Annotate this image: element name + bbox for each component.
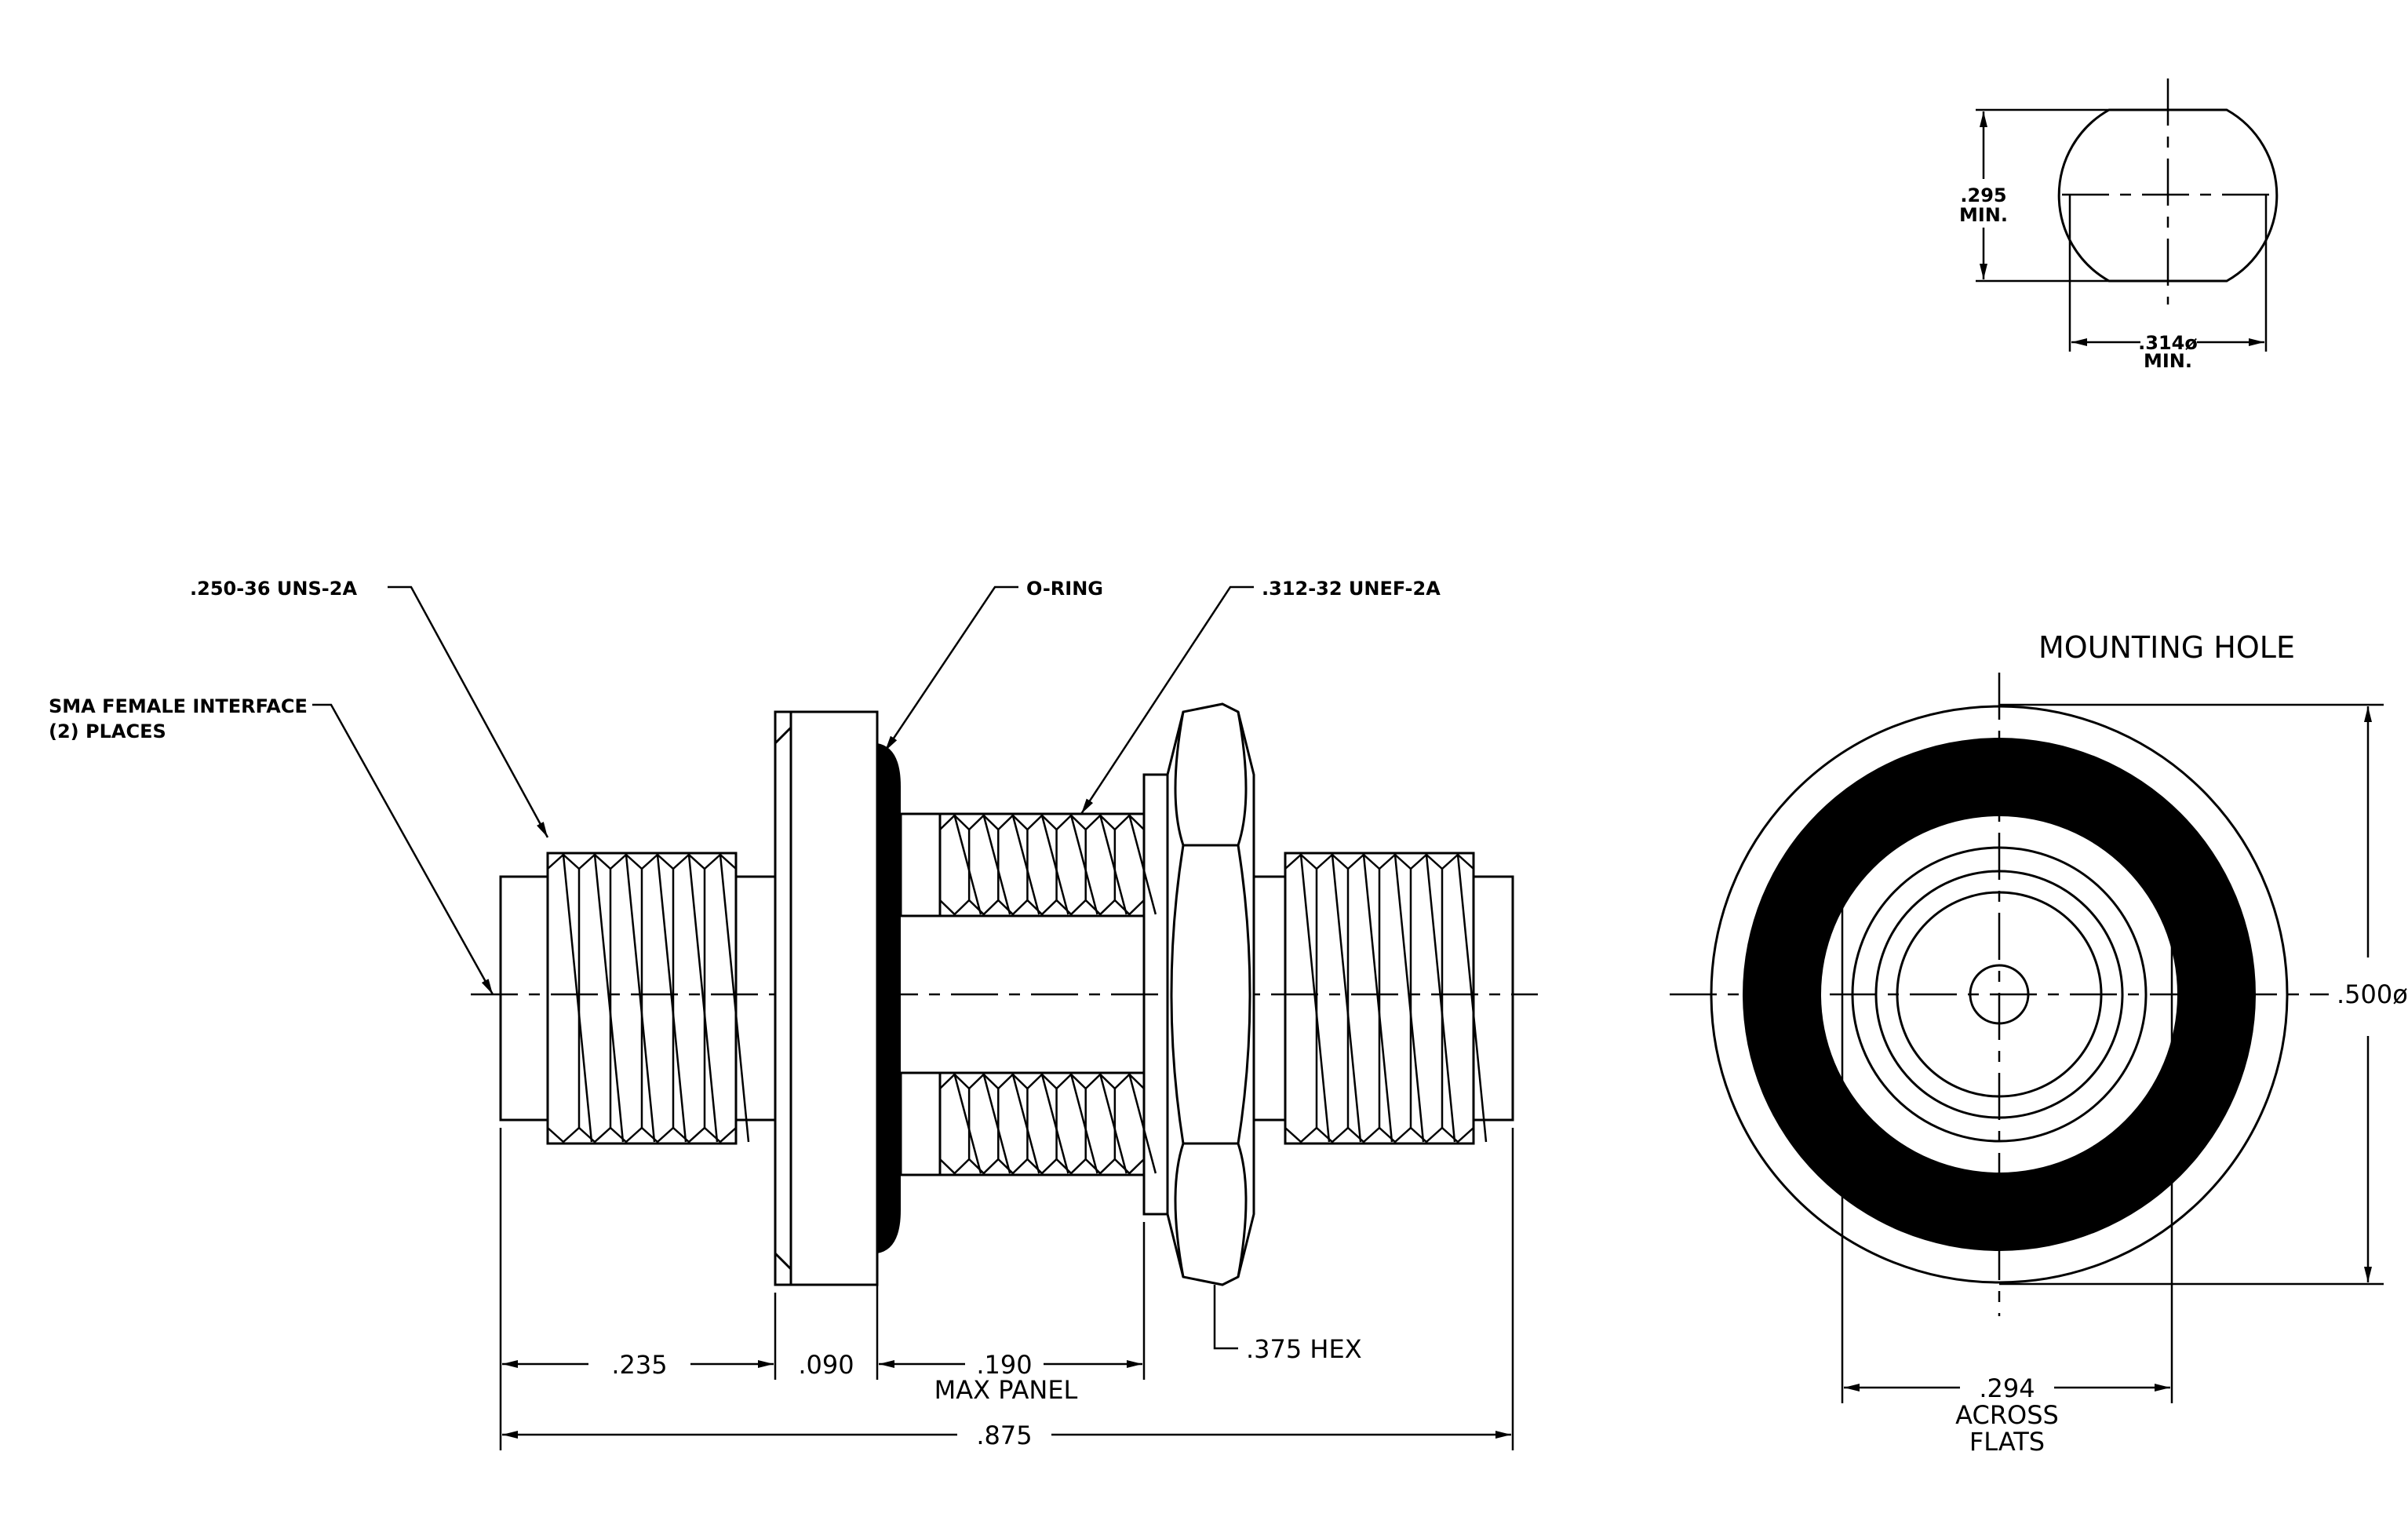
dim-090: .090	[798, 1350, 854, 1380]
right-sma-tip	[1472, 875, 1514, 1122]
left-sma-tip	[499, 875, 549, 1122]
dim-314: .314ø	[2138, 332, 2198, 354]
dim-294: .294	[1979, 1373, 2035, 1403]
left-thread-pattern	[546, 853, 750, 1143]
hex-label: .375 HEX	[1246, 1334, 1362, 1364]
dim-235: .235	[611, 1350, 667, 1380]
panel-neck-upper	[899, 812, 942, 917]
mounting-hole-view	[1976, 78, 2279, 352]
right-thread-pattern	[1284, 853, 1488, 1143]
mounting-hole-title: MOUNTING HOLE	[2038, 630, 2295, 665]
o-ring	[877, 743, 901, 1253]
thread-250-label: .250-36 UNS-2A	[190, 578, 357, 600]
extension-lines	[499, 1128, 1514, 1450]
dimension-lines	[502, 1360, 1511, 1439]
flats-label: FLATS	[1969, 1427, 2045, 1457]
end-view	[1670, 673, 2384, 1403]
sma-interface-label: SMA FEMALE INTERFACE	[49, 695, 308, 717]
dim-295-min: MIN.	[1959, 204, 2008, 226]
o-ring-label: O-RING	[1026, 578, 1103, 600]
leaders	[312, 585, 1254, 1350]
lower-thread-pattern	[938, 1073, 1157, 1175]
dim-314-min: MIN.	[2144, 350, 2192, 372]
dim-295: .295	[1960, 184, 2006, 206]
sma-places-label: (2) PLACES	[49, 720, 166, 742]
dim-190: .190	[976, 1350, 1032, 1380]
upper-thread-pattern	[938, 814, 1157, 916]
across-label: ACROSS	[1955, 1400, 2059, 1430]
flange	[774, 710, 879, 1286]
right-neck	[1252, 875, 1287, 1122]
dim-875: .875	[976, 1421, 1032, 1450]
max-panel-label: MAX PANEL	[934, 1375, 1078, 1405]
side-view	[471, 702, 1538, 1286]
panel-neck-lower	[899, 1071, 942, 1176]
d-hole-outline	[2057, 108, 2279, 283]
hex-nut	[1166, 702, 1255, 1286]
thread-312-label: .312-32 UNEF-2A	[1262, 578, 1441, 600]
dim-500: .500ø	[2337, 979, 2408, 1009]
